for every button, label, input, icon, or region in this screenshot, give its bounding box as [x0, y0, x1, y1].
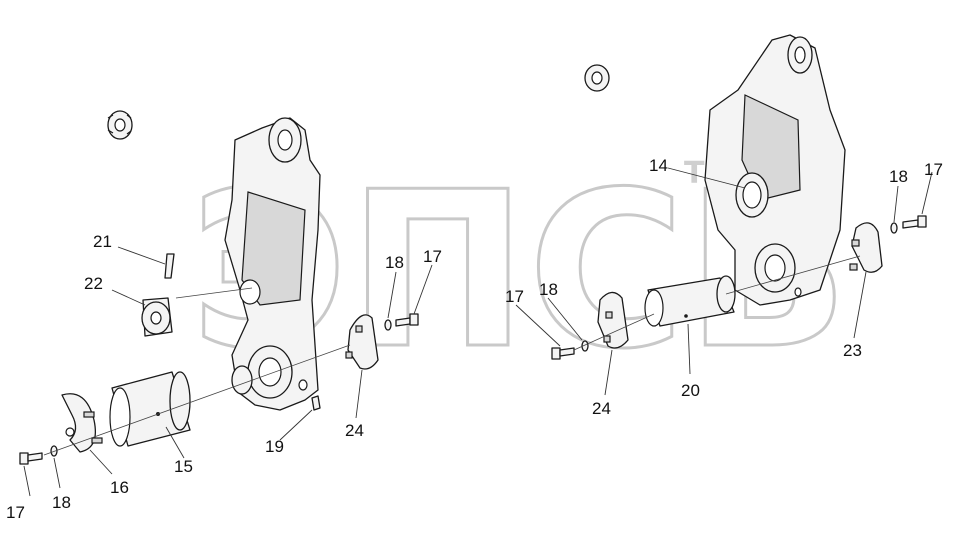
part-plate-24-right: [597, 291, 629, 349]
leader-lines: [23, 167, 933, 497]
part-lock-plate-16: [61, 393, 103, 453]
right-assembly: [551, 34, 927, 360]
callout-24-left: 24: [345, 421, 364, 440]
callout-labels: 21 22 15 16 17 18 19 24 18 17 17 18 24 2…: [6, 156, 943, 522]
part-bolt-17-right-low: [551, 347, 575, 360]
callout-17-right-top: 17: [924, 160, 943, 179]
part-tube-20: [644, 275, 736, 327]
callout-15: 15: [174, 457, 193, 476]
part-washer-18-right-top: [890, 222, 898, 234]
part-bolt-17-right-top: [902, 215, 927, 229]
callout-18-right-top: 18: [889, 167, 908, 186]
part-plate-24-left: [345, 314, 379, 370]
callout-20: 20: [681, 381, 700, 400]
part-bracket-left: [224, 117, 321, 411]
part-plate-23: [849, 222, 883, 273]
callout-16: 16: [110, 478, 129, 497]
callout-19: 19: [265, 437, 284, 456]
callout-22: 22: [84, 274, 103, 293]
callout-17-right-low: 17: [505, 287, 524, 306]
callout-17-mid: 17: [423, 247, 442, 266]
callout-18-right-low: 18: [539, 280, 558, 299]
part-bracket-right: [704, 34, 846, 306]
left-assembly: [19, 110, 419, 465]
part-nut-top-left: [107, 110, 133, 140]
part-pin-21: [164, 253, 175, 279]
part-tube-15: [109, 371, 191, 447]
part-washer-18-mid: [384, 319, 392, 331]
part-grease-fitting-19: [311, 395, 321, 411]
callout-23: 23: [843, 341, 862, 360]
callout-17-left: 17: [6, 503, 25, 522]
part-bolt-17-left: [19, 452, 43, 465]
callout-21: 21: [93, 232, 112, 251]
callout-18-mid: 18: [385, 253, 404, 272]
part-nut-top-right: [584, 64, 610, 92]
callout-24-right: 24: [592, 399, 611, 418]
callout-18-left: 18: [52, 493, 71, 512]
part-castle-nut-22: [141, 297, 173, 337]
callout-14: 14: [649, 156, 668, 175]
